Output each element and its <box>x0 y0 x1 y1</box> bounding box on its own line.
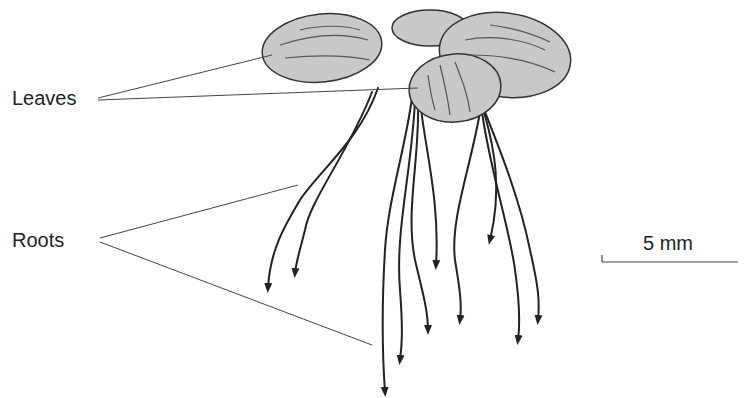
roots <box>268 88 539 392</box>
part-label: Roots <box>12 230 64 250</box>
scale-label: 5 mm <box>643 233 693 253</box>
leaf-veins <box>280 25 555 115</box>
part-label: Leaves <box>12 88 77 108</box>
scale-bar <box>602 255 738 262</box>
leader-lines <box>98 55 418 345</box>
leaves <box>259 4 576 126</box>
